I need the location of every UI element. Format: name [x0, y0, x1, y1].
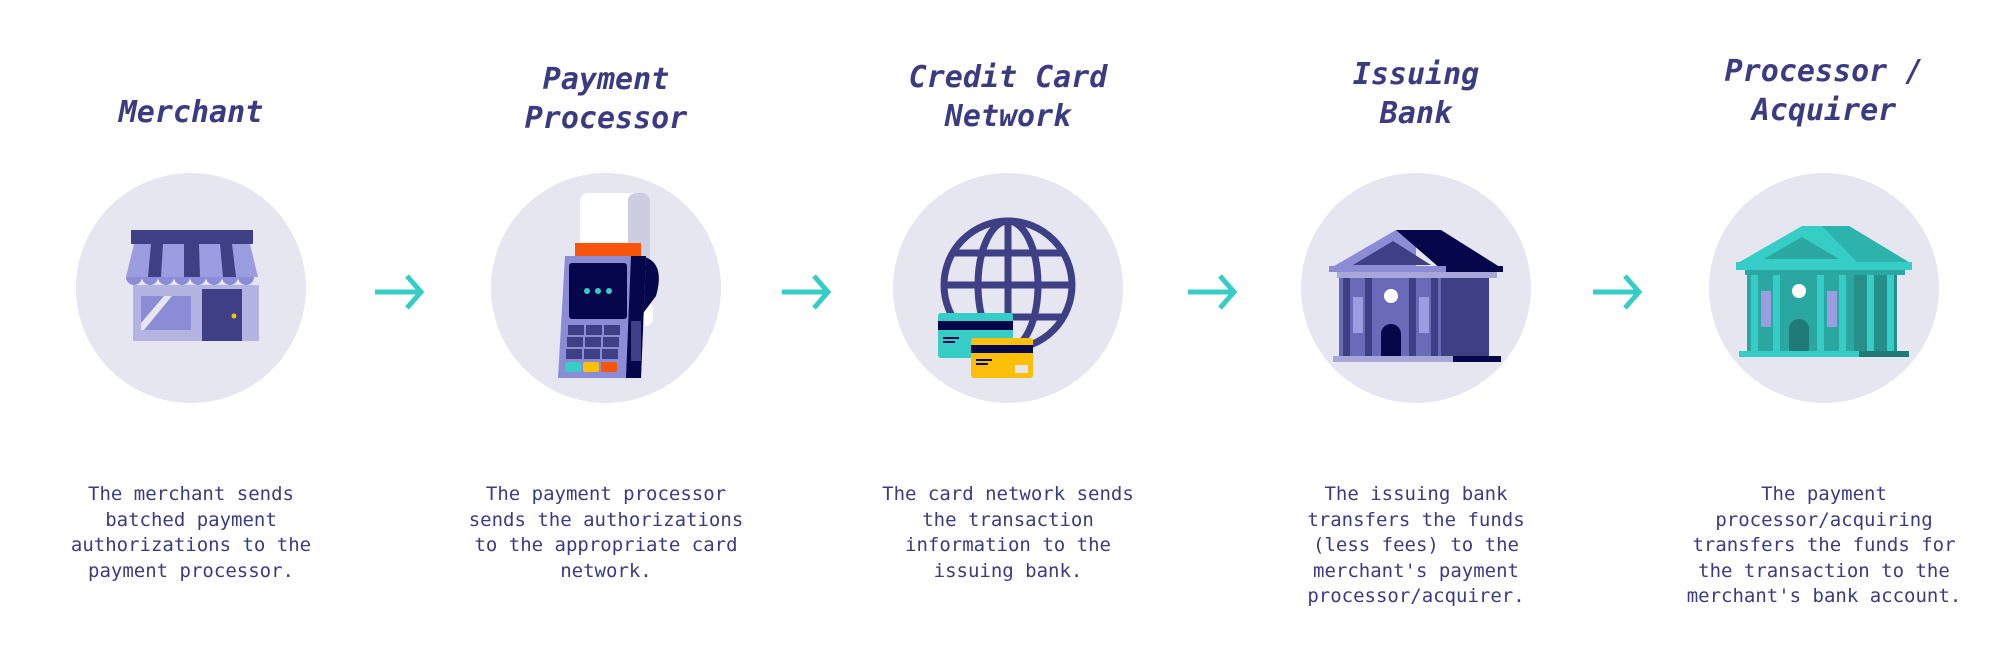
- title-line: Issuing: [1352, 57, 1480, 92]
- description-line: transfers the funds for: [1692, 534, 1956, 556]
- description-line: network.: [560, 559, 652, 582]
- icon-circle: [1709, 173, 1939, 403]
- description-line: (less fees) to the: [1313, 534, 1519, 556]
- description-line: processor/acquiring: [1715, 508, 1933, 531]
- bank-building-teal-icon: [1736, 226, 1912, 357]
- description-line: The card network sends: [882, 483, 1134, 505]
- description-line: payment processor.: [88, 559, 294, 582]
- step-description: The card network sends the transaction i…: [828, 482, 1188, 584]
- description-line: merchant's bank account.: [1686, 585, 1962, 607]
- title-line: Acquirer: [1751, 93, 1897, 128]
- description-line: The issuing bank: [1324, 483, 1508, 505]
- step-title: Payment Processor: [426, 60, 786, 138]
- step-processor-acquirer: Processor / Acquirer The payment process…: [1644, 0, 2000, 660]
- description-line: The payment: [1761, 483, 1887, 505]
- step-payment-processor: Payment Processor The payment processor …: [426, 0, 786, 660]
- icon-circle: [893, 173, 1123, 403]
- step-description: The issuing bank transfers the funds (le…: [1236, 482, 1596, 610]
- arrow-right-icon: [375, 274, 425, 310]
- step-title: Processor / Acquirer: [1644, 52, 2000, 130]
- step-description: The payment processor/acquiring transfer…: [1644, 482, 2000, 610]
- description-line: processor/acquirer.: [1307, 585, 1525, 607]
- description-line: batched payment: [105, 508, 277, 531]
- arrow-right-icon: [1593, 274, 1643, 310]
- arrow-right-icon: [1188, 274, 1238, 310]
- step-title: Merchant: [11, 93, 371, 132]
- globe-cards-icon: [938, 217, 1076, 378]
- title-line: Processor /: [1724, 54, 1924, 89]
- step-description: The merchant sends batched payment autho…: [11, 482, 371, 584]
- title-line: Network: [944, 99, 1072, 134]
- title-line: Bank: [1379, 96, 1453, 131]
- description-line: authorizations to the: [70, 534, 312, 556]
- step-issuing-bank: Issuing Bank The issuing bank transfers …: [1236, 0, 1596, 660]
- card-terminal-icon: [558, 193, 659, 378]
- step-title: Issuing Bank: [1236, 55, 1596, 133]
- icon-circle: [1301, 173, 1531, 403]
- description-line: issuing bank.: [933, 559, 1083, 582]
- icon-circle: [491, 173, 721, 403]
- arrow-right-icon: [782, 274, 832, 310]
- description-line: merchant's payment: [1313, 559, 1519, 582]
- title-line: Credit Card: [908, 60, 1108, 95]
- title-line: Merchant: [118, 95, 264, 130]
- description-line: sends the authorizations: [468, 508, 744, 531]
- description-line: the transaction: [922, 508, 1094, 531]
- title-line: Payment: [542, 62, 670, 97]
- title-line: Processor: [524, 101, 688, 136]
- step-credit-card-network: Credit Card Network The card network sen…: [828, 0, 1188, 660]
- step-description: The payment processor sends the authoriz…: [426, 482, 786, 584]
- storefront-icon: [126, 230, 259, 341]
- description-line: information to the: [905, 534, 1111, 556]
- description-line: The merchant sends: [88, 483, 294, 505]
- bank-building-icon: [1329, 230, 1503, 362]
- step-merchant: Merchant The merchant sends batched paym…: [11, 0, 371, 660]
- description-line: transfers the funds: [1307, 508, 1525, 531]
- icon-circle: [76, 173, 306, 403]
- description-line: the transaction to the: [1698, 559, 1950, 582]
- step-title: Credit Card Network: [828, 58, 1188, 136]
- description-line: to the appropriate card: [474, 534, 738, 556]
- description-line: The payment processor: [485, 483, 727, 505]
